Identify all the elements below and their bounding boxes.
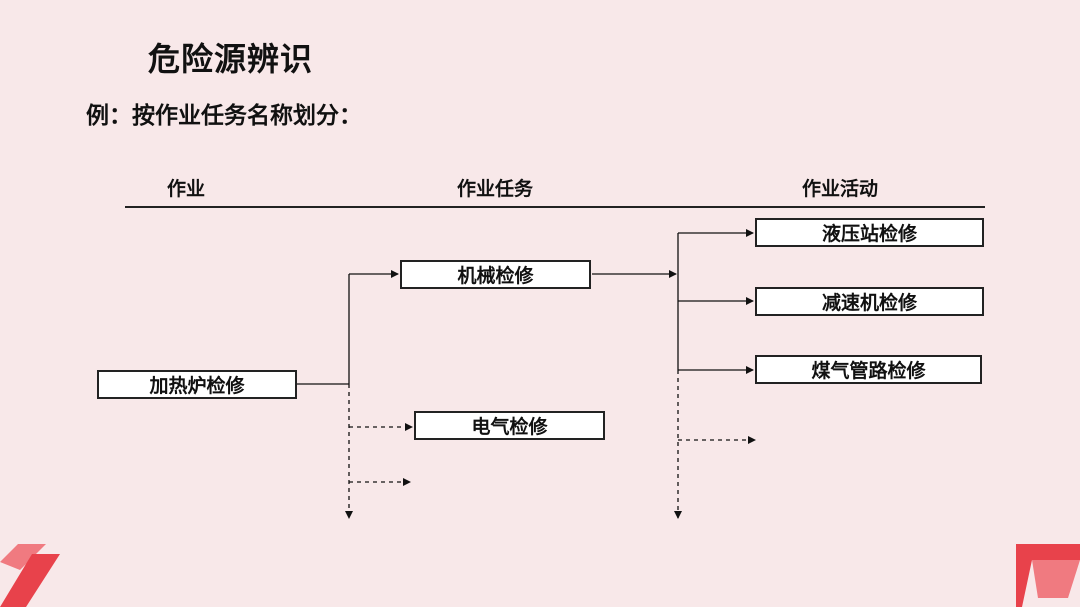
header-divider xyxy=(125,206,985,208)
node-activity-1: 液压站检修 xyxy=(755,218,984,247)
corner-decoration-left xyxy=(0,544,60,607)
column-header-activity: 作业活动 xyxy=(801,178,879,200)
page-title: 危险源辨识 xyxy=(148,40,314,78)
node-task-electrical: 电气检修 xyxy=(414,411,605,440)
node-activity-3: 煤气管路检修 xyxy=(755,355,982,384)
subtitle: 例：按作业任务名称划分： xyxy=(86,103,362,129)
node-activity-2: 减速机检修 xyxy=(755,287,984,316)
node-task-mechanical: 机械检修 xyxy=(400,260,591,289)
column-header-job: 作业 xyxy=(166,178,206,200)
corner-decoration-right xyxy=(1016,544,1080,607)
node-job: 加热炉检修 xyxy=(97,370,297,399)
column-header-task: 作业任务 xyxy=(456,178,534,200)
